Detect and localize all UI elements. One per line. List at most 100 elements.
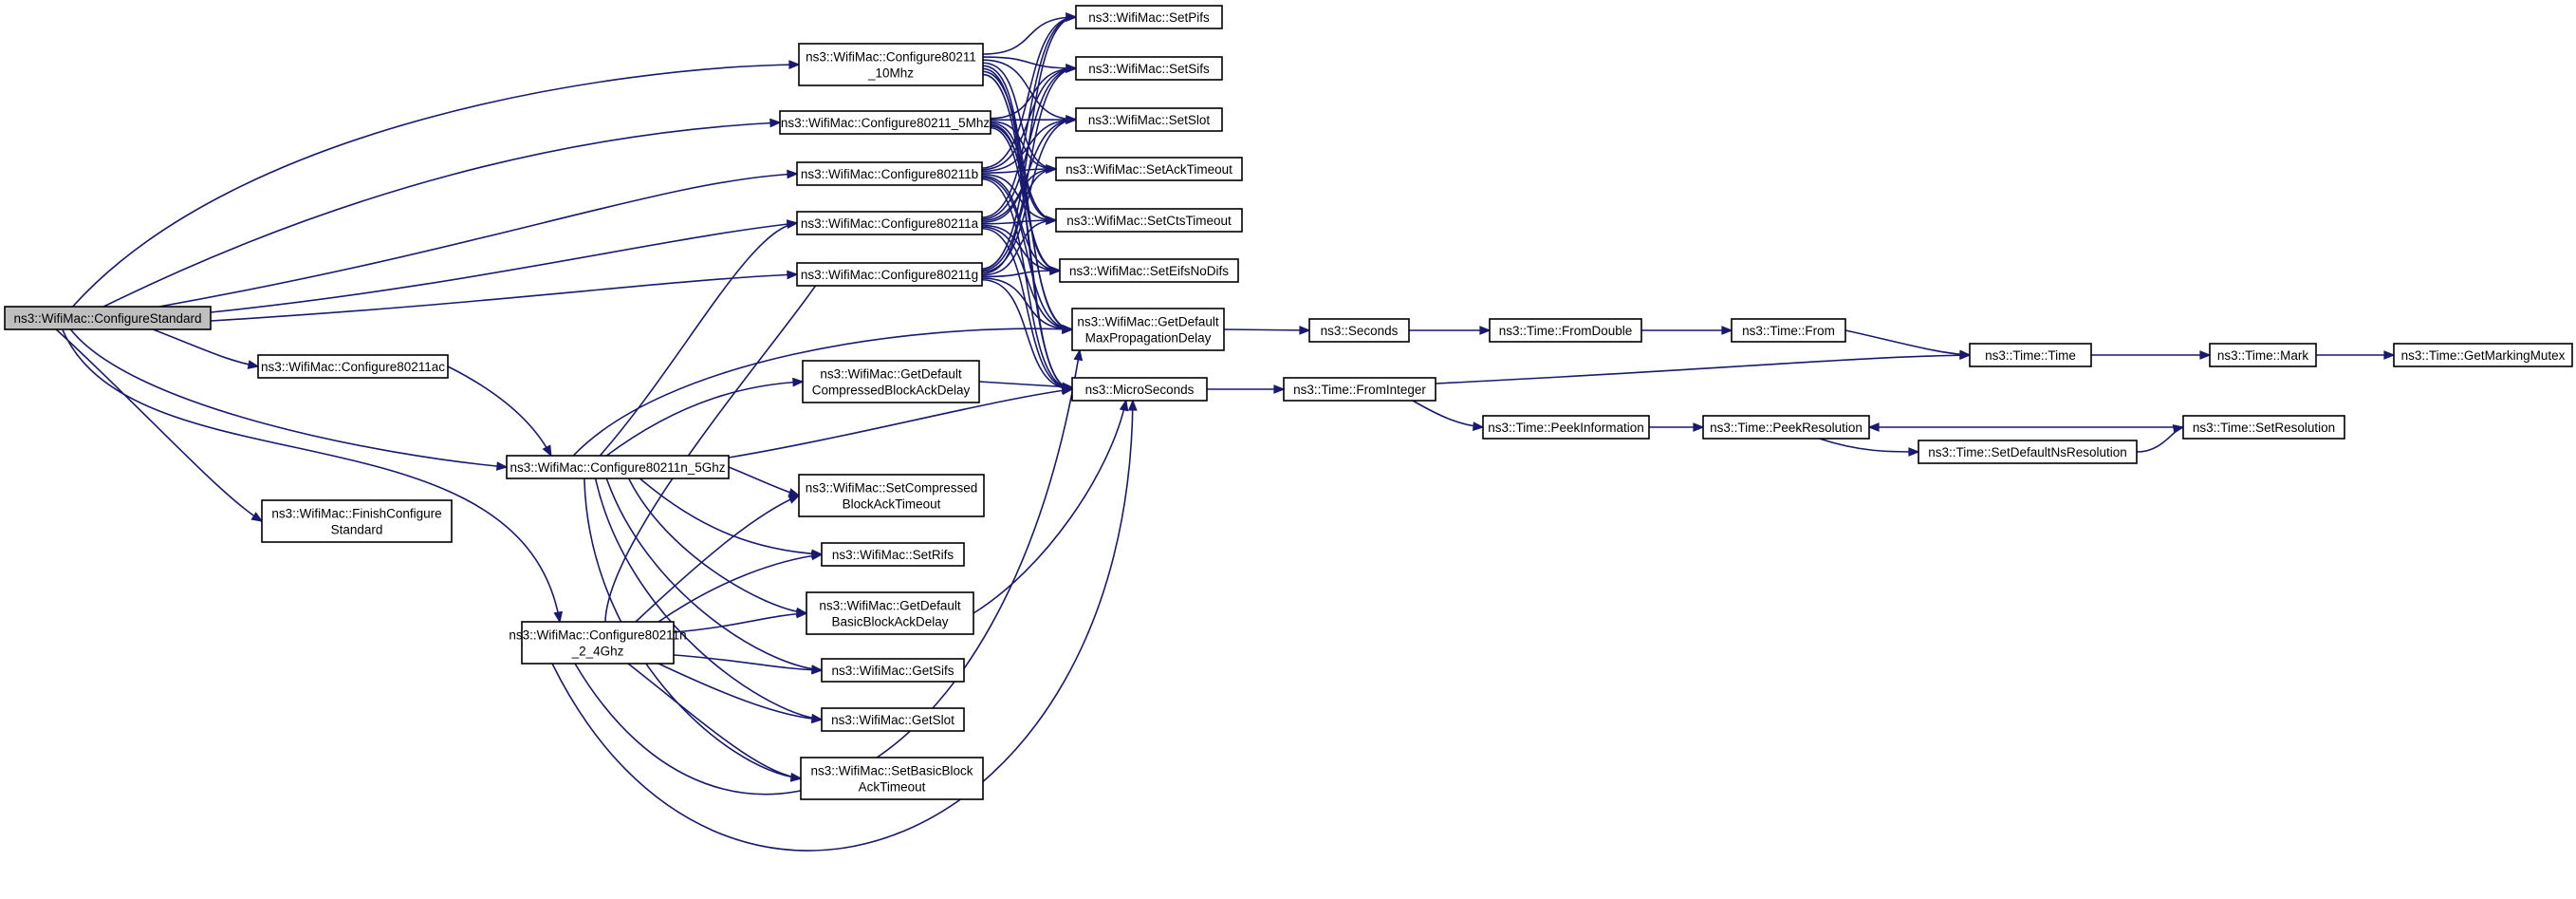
node-box <box>1308 318 1410 343</box>
node-get-default-compressed[interactable]: ns3::WifiMac::GetDefaultCompressedBlockA… <box>802 360 980 403</box>
node-configure-n24[interactable]: ns3::WifiMac::Configure80211n_2_4Ghz <box>509 621 687 665</box>
node-box <box>798 43 984 86</box>
edge-n5-basic <box>627 478 806 613</box>
node-label: ns3::WifiMac::Configure80211_5Mhz <box>781 116 991 130</box>
node-label: ns3::WifiMac::GetDefault <box>1077 315 1219 329</box>
edge-configure_g-set_cts_timeout <box>981 220 1056 276</box>
node-label: BlockAckTimeout <box>843 497 941 512</box>
node-peek-resolution[interactable]: ns3::Time::PeekResolution <box>1702 415 1870 440</box>
edge-n24-compressed-timeout <box>635 495 799 623</box>
node-label: ns3::WifiMac::FinishConfigure <box>271 507 441 521</box>
node-configure-10mhz[interactable]: ns3::WifiMac::Configure80211_10Mhz <box>798 43 984 86</box>
node-get-default-max-prop[interactable]: ns3::WifiMac::GetDefaultMaxPropagationDe… <box>1071 308 1225 351</box>
edge-configure_b-set_pifs <box>981 17 1076 169</box>
edge-n5-getsifs <box>605 478 822 670</box>
edge-std-a <box>210 223 797 313</box>
node-label: _10Mhz <box>867 66 914 81</box>
node-box <box>4 306 212 330</box>
node-from-integer[interactable]: ns3::Time::FromInteger <box>1283 377 1436 402</box>
edge-configure_b-micro_seconds <box>981 178 1072 389</box>
node-set-cts-timeout[interactable]: ns3::WifiMac::SetCtsTimeout <box>1055 208 1243 233</box>
node-configure-a[interactable]: ns3::WifiMac::Configure80211a <box>796 211 983 235</box>
node-box <box>2209 343 2317 367</box>
node-box <box>821 542 965 567</box>
node-box <box>796 262 983 287</box>
node-configure-standard[interactable]: ns3::WifiMac::ConfigureStandard <box>4 306 212 330</box>
node-configure-n5[interactable]: ns3::WifiMac::Configure80211n_5Ghz <box>506 455 730 479</box>
node-seconds[interactable]: ns3::Seconds <box>1308 318 1410 343</box>
edge-std-n24 <box>62 328 560 622</box>
node-configure-g[interactable]: ns3::WifiMac::Configure80211g <box>796 262 983 287</box>
node-box <box>821 707 965 732</box>
edge-configure_g-get_default_max_prop <box>981 277 1072 329</box>
node-time[interactable]: ns3::Time::Time <box>1969 343 2092 367</box>
edge-peekres-setdefault <box>1819 438 1919 452</box>
node-box <box>796 211 983 235</box>
edges <box>55 17 2394 852</box>
edge-configure_10mhz-set_sifs <box>982 56 1076 68</box>
node-configure-b[interactable]: ns3::WifiMac::Configure80211b <box>796 161 983 186</box>
node-from[interactable]: ns3::Time::From <box>1731 318 1846 343</box>
edge-n24-basic <box>673 613 806 633</box>
node-box <box>1059 258 1239 283</box>
node-box <box>796 161 983 186</box>
edge-n5-basic-timeout <box>584 478 801 778</box>
node-label: AckTimeout <box>859 780 926 795</box>
node-peek-information[interactable]: ns3::Time::PeekInformation <box>1482 415 1650 440</box>
node-get-default-basic[interactable]: ns3::WifiMac::GetDefaultBasicBlockAckDel… <box>806 591 974 635</box>
node-label: ns3::MicroSeconds <box>1085 383 1195 397</box>
node-set-eifs-no-difs[interactable]: ns3::WifiMac::SetEifsNoDifs <box>1059 258 1239 283</box>
node-set-rifs[interactable]: ns3::WifiMac::SetRifs <box>821 542 965 567</box>
edge-n24-micro <box>551 401 1133 852</box>
node-box <box>798 474 985 517</box>
node-box <box>806 591 974 635</box>
node-label: ns3::WifiMac::GetDefault <box>819 599 961 613</box>
node-mark[interactable]: ns3::Time::Mark <box>2209 343 2317 367</box>
node-box <box>1918 440 2138 464</box>
node-box <box>1702 415 1870 440</box>
node-get-marking-mutex[interactable]: ns3::Time::GetMarkingMutex <box>2393 343 2573 367</box>
node-set-sifs[interactable]: ns3::WifiMac::SetSifs <box>1075 56 1223 81</box>
node-label: ns3::Time::FromInteger <box>1293 383 1426 397</box>
node-label: ns3::WifiMac::GetSlot <box>831 713 954 727</box>
edge-n5-micro <box>728 389 1072 459</box>
edge-std-finish <box>55 328 262 521</box>
edge-from-time <box>1844 329 1970 355</box>
node-set-slot[interactable]: ns3::WifiMac::SetSlot <box>1075 107 1223 132</box>
node-box <box>1075 5 1223 29</box>
edge-configure_a-set_ack_timeout <box>981 169 1056 223</box>
node-label: ns3::WifiMac::SetEifsNoDifs <box>1069 264 1229 278</box>
node-box <box>1055 157 1243 181</box>
node-from-double[interactable]: ns3::Time::FromDouble <box>1489 318 1642 343</box>
node-micro-seconds[interactable]: ns3::MicroSeconds <box>1071 377 1208 402</box>
node-box <box>1969 343 2092 367</box>
edge-n5-compressed <box>605 382 803 457</box>
node-box <box>1731 318 1846 343</box>
edge-setdefault-setres <box>2136 427 2183 453</box>
node-configure-ac[interactable]: ns3::WifiMac::Configure80211ac <box>257 354 449 379</box>
node-box <box>1075 107 1223 132</box>
node-set-pifs[interactable]: ns3::WifiMac::SetPifs <box>1075 5 1223 29</box>
edge-maxprop-seconds <box>1223 329 1309 330</box>
node-set-ack-timeout[interactable]: ns3::WifiMac::SetAckTimeout <box>1055 157 1243 181</box>
node-set-compressed-timeout[interactable]: ns3::WifiMac::SetCompressedBlockAckTimeo… <box>798 474 985 517</box>
node-set-resolution[interactable]: ns3::Time::SetResolution <box>2182 415 2345 440</box>
node-get-slot[interactable]: ns3::WifiMac::GetSlot <box>821 707 965 732</box>
edge-frominteger-time <box>1435 355 1970 384</box>
node-label: ns3::WifiMac::SetPifs <box>1088 10 1210 25</box>
edge-n24-g <box>604 263 830 623</box>
node-label: ns3::WifiMac::SetCompressed <box>806 481 978 496</box>
edge-configure_g-set_sifs <box>981 68 1076 272</box>
node-label: ns3::WifiMac::Configure80211n <box>509 628 686 643</box>
node-configure-5mhz[interactable]: ns3::WifiMac::Configure80211_5Mhz <box>779 110 991 135</box>
edge-n24-getsifs <box>673 654 822 670</box>
node-label: ns3::WifiMac::SetAckTimeout <box>1066 162 1232 177</box>
node-label: ns3::Time::Mark <box>2217 348 2309 363</box>
edge-configure_10mhz-set_pifs <box>982 17 1076 55</box>
node-set-default-ns-resolution[interactable]: ns3::Time::SetDefaultNsResolution <box>1918 440 2138 464</box>
node-get-sifs[interactable]: ns3::WifiMac::GetSifs <box>821 658 965 683</box>
edge-configure_10mhz-set_ack_timeout <box>982 62 1056 169</box>
node-label: ns3::WifiMac::Configure80211a <box>801 216 979 231</box>
